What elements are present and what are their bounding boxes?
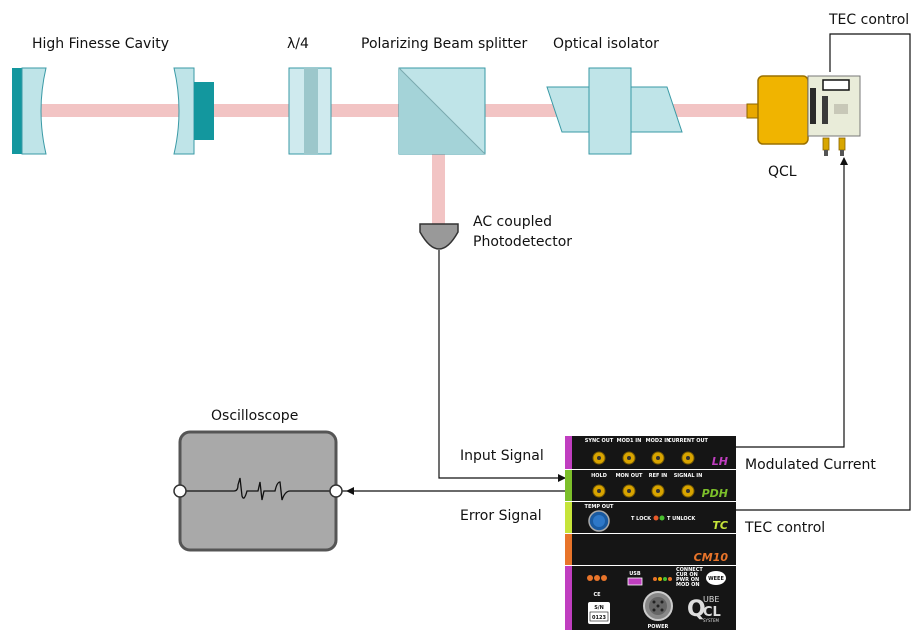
led-pwr-on bbox=[663, 577, 667, 581]
tc-lock-label: T LOCK bbox=[631, 516, 652, 522]
modulated-current-label: Modulated Current bbox=[745, 457, 876, 473]
rack-base-unit: CE S/N 0123 USB CONNECT CUR ON PWR ON MO… bbox=[565, 566, 736, 630]
photodetector bbox=[419, 223, 459, 250]
qcl-laser bbox=[746, 75, 861, 156]
tc-module-tag: TC bbox=[712, 519, 728, 532]
base-logo-dot-2 bbox=[594, 575, 600, 581]
cm10-module-tag: CM10 bbox=[694, 551, 729, 564]
waveplate-label: λ/4 bbox=[287, 36, 309, 52]
sn-label: S/N bbox=[594, 605, 604, 611]
isolator-label: Optical isolator bbox=[553, 36, 659, 52]
brand-sub: SYSTEM bbox=[703, 618, 719, 623]
led-label-connect: CONNECT bbox=[676, 567, 703, 573]
brand-cl: CL bbox=[703, 605, 721, 620]
pdh-module-tag: PDH bbox=[702, 487, 728, 500]
usb-label: USB bbox=[629, 571, 641, 577]
rack-cm10-module: CM10 bbox=[565, 534, 736, 565]
tc-port-label: TEMP OUT bbox=[585, 504, 615, 510]
lh-port-label-3: MOD2 IN bbox=[646, 438, 671, 444]
weee-sticker bbox=[706, 571, 726, 585]
qcl-label: QCL bbox=[768, 164, 797, 180]
pdh-port-label-3: REF IN bbox=[649, 473, 667, 479]
quarter-wave-plate bbox=[288, 67, 332, 155]
oscilloscope-label: Oscilloscope bbox=[211, 408, 298, 424]
rack-pdh-module: HOLD MON OUT REF IN SIGNAL IN PDH bbox=[565, 470, 736, 501]
led-label-mod-on: MOD ON bbox=[676, 582, 700, 588]
modulated-current-wire bbox=[736, 158, 845, 448]
tc-unlock-led bbox=[659, 515, 665, 521]
pdh-port-label-2: MON OUT bbox=[616, 473, 643, 479]
led-connect bbox=[653, 577, 657, 581]
lh-port-label-2: MOD1 IN bbox=[617, 438, 642, 444]
error-signal-label: Error Signal bbox=[460, 508, 542, 524]
ce-mark: CE bbox=[593, 592, 601, 598]
input-signal-wire bbox=[438, 250, 565, 479]
pdh-port-label-1: HOLD bbox=[591, 473, 607, 479]
base-logo-dot-1 bbox=[587, 575, 593, 581]
rack-tc-module: TEMP OUT T LOCK T UNLOCK TC bbox=[565, 502, 736, 533]
lh-port-label-1: SYNC OUT bbox=[585, 438, 614, 444]
weee-sticker-text: WEEE bbox=[708, 576, 724, 582]
error-signal-arrowhead bbox=[346, 487, 354, 495]
tec-control-top-label: TEC control bbox=[828, 12, 909, 28]
led-label-cur-on: CUR ON bbox=[676, 572, 698, 578]
power-label: POWER bbox=[648, 624, 669, 630]
oscilloscope-input-port bbox=[173, 484, 187, 498]
input-signal-label: Input Signal bbox=[460, 448, 544, 464]
rack-lh-module: SYNC OUT MOD1 IN MOD2 IN CURRENT OUT LH bbox=[565, 436, 736, 469]
led-cur-on bbox=[658, 577, 662, 581]
cavity-mirror-right bbox=[173, 67, 214, 155]
lh-port-label-4: CURRENT OUT bbox=[668, 438, 708, 444]
input-signal-arrowhead bbox=[558, 474, 566, 482]
detector-label-line2: Photodetector bbox=[473, 234, 572, 250]
tc-lock-led bbox=[653, 515, 659, 521]
pbs-label: Polarizing Beam splitter bbox=[361, 36, 528, 52]
modulated-current-arrowhead bbox=[840, 157, 848, 165]
tec-control-bottom-label: TEC control bbox=[744, 520, 825, 536]
tec-control-wire bbox=[736, 33, 911, 511]
oscilloscope-trace bbox=[180, 477, 336, 501]
brand-ube: UBE bbox=[703, 595, 719, 604]
detector-label-line1: AC coupled bbox=[473, 214, 552, 230]
base-logo-dot-3 bbox=[601, 575, 607, 581]
sn-value: 0123 bbox=[592, 615, 606, 621]
oscilloscope-output-port bbox=[329, 484, 343, 498]
brand-q: Q bbox=[687, 597, 706, 622]
tc-unlock-label: T UNLOCK bbox=[667, 516, 696, 522]
oscilloscope bbox=[173, 430, 343, 552]
lh-module-tag: LH bbox=[712, 455, 728, 468]
led-label-pwr-on: PWR ON bbox=[676, 577, 699, 583]
optical-isolator bbox=[546, 67, 683, 155]
polarizing-beam-splitter bbox=[398, 67, 486, 155]
usb-port bbox=[627, 577, 643, 586]
pdh-port-label-4: SIGNAL IN bbox=[674, 473, 703, 479]
cavity-label: High Finesse Cavity bbox=[32, 36, 169, 52]
cavity-mirror-left bbox=[12, 67, 47, 155]
led-mod-on bbox=[668, 577, 672, 581]
